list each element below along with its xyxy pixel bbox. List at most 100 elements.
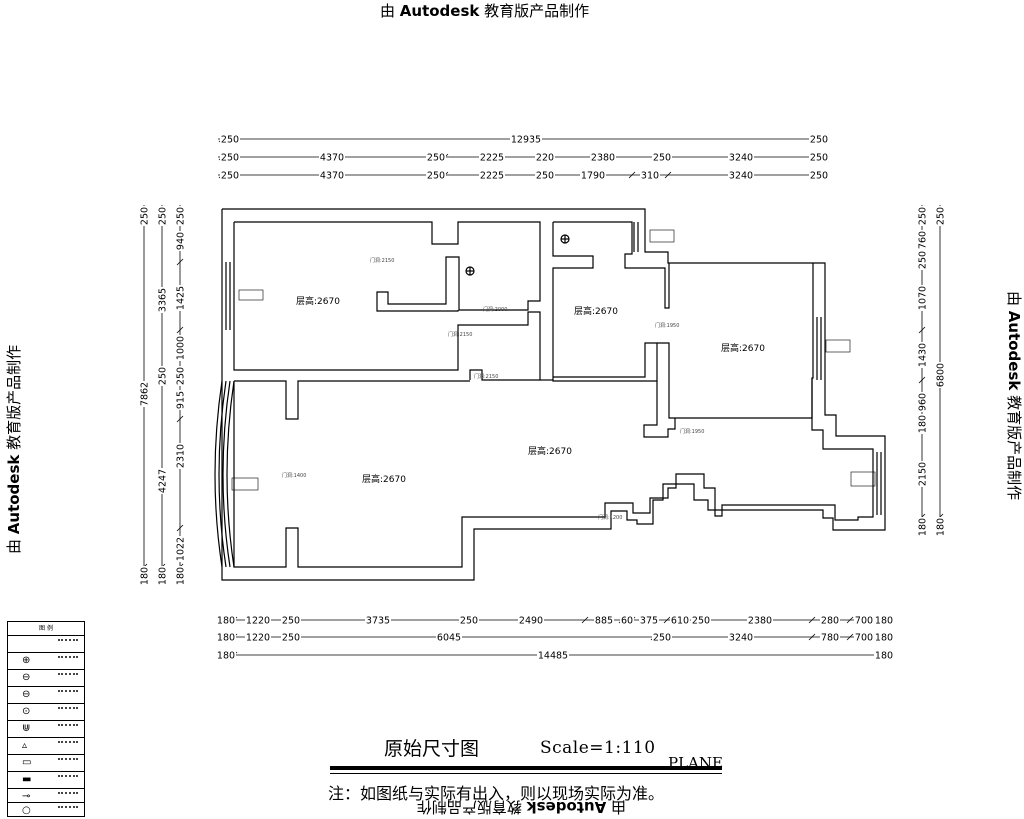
dimension-label: 2310 [176, 444, 187, 468]
dimension-label: 1425 [176, 286, 187, 310]
dimension-label: 3735 [366, 616, 390, 627]
dimension-label: 180 [918, 415, 929, 433]
dimension-label: 1000 [176, 336, 187, 360]
dimension-label: 250 [536, 171, 554, 182]
watermark-top: 由 Autodesk 教育版产品制作 [380, 2, 590, 20]
dimension-label-bg [874, 632, 894, 642]
dimension-label-bg [809, 152, 829, 162]
dimension-label-bg [809, 170, 829, 180]
dimension-label-bg [220, 134, 240, 144]
dimension-label-bg [728, 632, 754, 642]
dimension-label-bg [426, 152, 446, 162]
dimension-label-bg [426, 170, 446, 180]
dimension-label-bg [917, 342, 927, 368]
dimension-label: 12935 [511, 135, 541, 146]
dimension-label: 250 [221, 153, 239, 164]
dimension-label: 180 [875, 633, 893, 644]
dimension-label-bg [620, 615, 634, 625]
dimension-label-bg [245, 615, 271, 625]
dimension-tick [663, 616, 671, 624]
dimension-label: 1070 [918, 286, 929, 310]
dimension-tick [808, 633, 816, 641]
dimension-label-bg [139, 381, 149, 407]
dimension-label-bg [518, 615, 544, 625]
dimension-label-bg [436, 632, 462, 642]
dimension-label: 700 [855, 633, 873, 644]
dimension-tick [808, 616, 816, 624]
dimension-label: 250 [810, 153, 828, 164]
dimension-label-bg [639, 615, 659, 625]
dimension-label: 250 [653, 153, 671, 164]
dimension-label: 1790 [581, 171, 605, 182]
dimension-label: 250 [810, 171, 828, 182]
dimension-label: 610 [671, 616, 689, 627]
drain-icon: ⊕ [22, 655, 31, 666]
dimension-label-bg [281, 632, 301, 642]
dimension-label-bg [216, 615, 236, 625]
dimension-tick [918, 326, 926, 334]
dimension-label-bg [157, 287, 167, 313]
dimension-label: 180 [176, 567, 187, 585]
svg-text:门洞:2150: 门洞:2150 [448, 331, 472, 338]
dimension-label: 180 [918, 518, 929, 536]
dimension-tick [176, 326, 184, 334]
dimension-label: 4247 [158, 469, 169, 493]
dimension-label: 250 [653, 633, 671, 644]
dimension-label: 250 [158, 367, 169, 385]
dimension-label-bg [245, 632, 271, 642]
walls [214, 208, 886, 581]
dimension-label: 180 [217, 651, 235, 662]
room-labels: 层高:2670 层高:2670 层高:2670 层高:2670 层高:2670 [296, 295, 765, 485]
dimension-label-bg [175, 285, 185, 311]
dimension-label-bg [747, 615, 773, 625]
dimension-label-bg [139, 566, 149, 586]
circle-line-icon: ⊖ [22, 689, 31, 700]
window-tags [231, 229, 876, 491]
dimension-label-bg [652, 152, 672, 162]
legend-row [8, 635, 84, 652]
dimension-label: 250 [221, 135, 239, 146]
dimension-label: 250 [427, 153, 445, 164]
drawing-note: 注：如图纸与实际有出入，则以现场实际为准。 [328, 784, 665, 803]
room-label: 层高:2670 [296, 295, 340, 307]
dimension-label-bg [157, 366, 167, 386]
dimension-label-bg [175, 536, 185, 562]
dimension-label: 180 [158, 567, 169, 585]
dimension-label-bg [479, 152, 505, 162]
dimension-label: 250 [692, 616, 710, 627]
dimension-label-bg [917, 250, 927, 270]
dimension-label: 960 [918, 393, 929, 411]
dimension-label: 760 [918, 231, 929, 249]
dimension-label: 3365 [158, 288, 169, 312]
dimension-label-bg [728, 170, 754, 180]
dimension-label: 250 [176, 207, 187, 225]
rect-icon: ▭ [22, 757, 32, 768]
dimension-label: 180 [936, 518, 947, 536]
title-underline-thick [330, 766, 722, 770]
dimension-label-bg [728, 152, 754, 162]
dimension-label: 14485 [538, 651, 568, 662]
svg-text:门洞:1400: 门洞:1400 [282, 472, 306, 479]
filled-rect-icon: ▬ [22, 774, 32, 785]
dimension-label-bg [365, 615, 391, 625]
dimension-label: 250 [936, 207, 947, 225]
dimension-label: 3240 [729, 171, 753, 182]
room-label: 层高:2670 [528, 445, 572, 457]
dimension-tick [176, 524, 184, 532]
dimension-label: 180 [217, 633, 235, 644]
dimension-label: 250 [460, 616, 478, 627]
dimension-label-bg [917, 206, 927, 226]
dimension-label-bg [479, 170, 505, 180]
svg-text:门洞:1950: 门洞:1950 [655, 322, 679, 329]
dimension-label: 250 [282, 633, 300, 644]
dimension-label: 310 [641, 171, 659, 182]
dimension-label-bg [691, 615, 711, 625]
dimension-label: 1022 [176, 537, 187, 561]
circle-icon: ○ [22, 805, 31, 816]
dimension-label: 60 [621, 616, 633, 627]
dimension-label-bg [935, 362, 945, 388]
legend-header: 图 例 [39, 625, 53, 632]
dimension-label: 3240 [729, 153, 753, 164]
dimension-label-bg [874, 650, 894, 660]
